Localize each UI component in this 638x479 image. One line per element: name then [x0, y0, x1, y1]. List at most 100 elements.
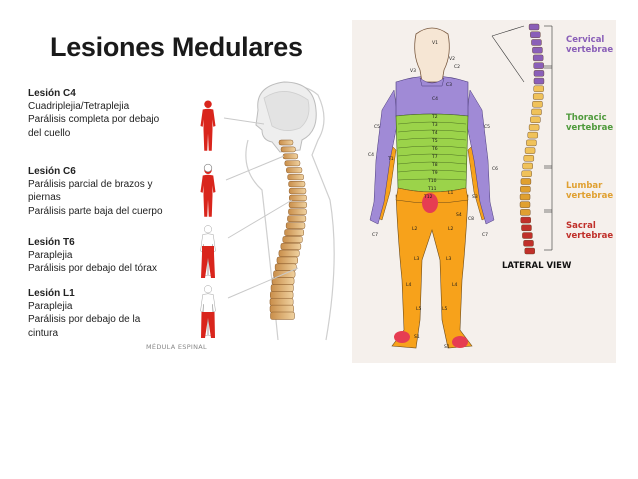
label-t5: T5	[431, 138, 438, 144]
vertebra	[284, 160, 301, 167]
lateral-vertebra	[528, 23, 540, 31]
left-foot-s1	[394, 331, 410, 343]
spine-illustration	[269, 139, 307, 320]
figure-l1	[200, 285, 216, 338]
vertebra	[287, 174, 304, 181]
dermatome-labels: V1 V2 V3 C2 C3 C4 T2 T3 T4 T5 T6 T7 T8 T…	[368, 40, 498, 350]
lesion-c4-line-2: Parálisis completa por debajo	[28, 114, 160, 126]
lesion-l1-line-3: cintura	[28, 327, 59, 339]
vertebra	[288, 181, 306, 188]
vertebra	[282, 153, 299, 160]
lesion-l1-block: Lesión L1 Paraplejia Parálisis por debaj…	[28, 287, 198, 340]
legend-lumbar-sub: vertebrae	[566, 191, 613, 201]
lateral-vertebra	[524, 247, 535, 255]
lateral-vertebra	[528, 124, 540, 131]
lateral-vertebra	[533, 62, 544, 69]
lateral-vertebra	[524, 147, 536, 154]
lateral-vertebra	[532, 101, 543, 108]
label-t10: T10	[427, 178, 437, 184]
label-t4: T4	[431, 130, 438, 136]
left-diagram-caption: MÉDULA ESPINAL	[146, 343, 207, 351]
legend-cervical-sub: vertebrae	[566, 45, 613, 55]
vertebra	[280, 242, 302, 250]
vertebra	[286, 167, 303, 174]
label-l2-right: L2	[448, 226, 454, 232]
vertebra	[284, 229, 305, 236]
vertebra	[270, 284, 294, 292]
lateral-vertebra	[533, 70, 545, 77]
label-t3: T3	[431, 122, 438, 128]
label-c5: C5	[374, 124, 380, 130]
label-t8: T8	[431, 162, 438, 168]
spinal-injury-diagram	[200, 81, 335, 341]
connector-lines	[223, 117, 299, 299]
label-l4-right: L4	[452, 282, 458, 288]
lateral-vertebra	[532, 54, 544, 62]
label-c8: C8	[468, 216, 474, 222]
lateral-vertebra	[532, 93, 544, 100]
lateral-vertebra	[533, 77, 545, 85]
vertebra	[270, 291, 294, 299]
label-s1-right: S1	[444, 344, 450, 350]
label-s4: S4	[456, 212, 462, 218]
lesion-t6-heading: Lesión T6	[28, 237, 75, 248]
lesion-l1-line-1: Paraplejia	[28, 301, 73, 313]
legend-thoracic-sub: vertebrae	[566, 123, 613, 133]
skull-illustration	[255, 81, 317, 153]
label-l4: L4	[406, 282, 412, 288]
legend-sacral-sub: vertebrae	[566, 231, 613, 241]
legend: Cervical vertebrae Thoracic vertebrae Lu…	[566, 35, 613, 241]
label-c3: C3	[446, 82, 452, 88]
label-l3: L3	[414, 256, 420, 262]
label-t9: T9	[431, 170, 438, 176]
label-t1: T1	[387, 156, 394, 162]
legend-sacral: Sacral	[566, 221, 596, 231]
lesion-t6-line-1: Paraplejia	[28, 250, 73, 262]
lateral-vertebra	[520, 209, 531, 216]
slide-title: Lesiones Medulares	[50, 32, 303, 62]
lateral-vertebra	[521, 224, 532, 232]
label-c4-arm: C4	[368, 152, 374, 158]
lateral-vertebra	[531, 39, 542, 46]
label-c7-right: C7	[482, 232, 488, 238]
lesion-c6-line-2: piernas	[28, 192, 61, 204]
vertebra	[285, 222, 306, 230]
lateral-vertebra	[519, 193, 531, 201]
right-foot-s1	[452, 336, 468, 348]
legend-lumbar: Lumbar	[566, 181, 603, 191]
label-c4: C4	[432, 96, 438, 102]
label-c5-right: C5	[484, 124, 490, 130]
label-v3: V3	[410, 68, 416, 74]
vertebra	[278, 249, 300, 257]
lesion-c4-block: Lesión C4 Cuadriplejia/Tetraplejia Parál…	[28, 87, 198, 140]
label-l5: L5	[416, 306, 422, 312]
lesion-c6-line-3: Parálisis parte baja del cuerpo	[28, 205, 163, 217]
vertebra	[289, 194, 307, 202]
lateral-view-label: LATERAL VIEW	[502, 261, 572, 271]
dermatome-chart: V1 V2 V3 C2 C3 C4 T2 T3 T4 T5 T6 T7 T8 T…	[352, 20, 616, 363]
label-v2: V2	[449, 56, 455, 62]
vertebra	[269, 297, 294, 306]
lateral-vertebra	[530, 116, 541, 123]
legs-region	[391, 194, 473, 349]
lateral-vertebra	[530, 31, 541, 38]
lateral-vertebra	[527, 131, 538, 139]
lateral-vertebra	[522, 232, 533, 239]
label-t6: T6	[431, 146, 438, 152]
lesion-t6-line-2: Parálisis por debajo del tórax	[28, 263, 157, 275]
label-l5-right: L5	[442, 306, 448, 312]
lateral-vertebra	[522, 162, 533, 170]
vertebra	[288, 208, 307, 216]
figure-c4	[200, 100, 216, 151]
label-c6: C6	[492, 166, 498, 172]
label-l1: L1	[448, 190, 454, 196]
label-t7: T7	[431, 154, 438, 160]
lateral-vertebra	[519, 201, 531, 208]
lesion-l1-line-2: Parálisis por debajo de la	[28, 314, 141, 326]
lesion-c4-line-3: del cuello	[28, 127, 71, 139]
vertebra	[282, 236, 303, 243]
vertebra	[271, 277, 295, 285]
vertebra	[288, 187, 307, 195]
vertebra	[269, 304, 294, 313]
